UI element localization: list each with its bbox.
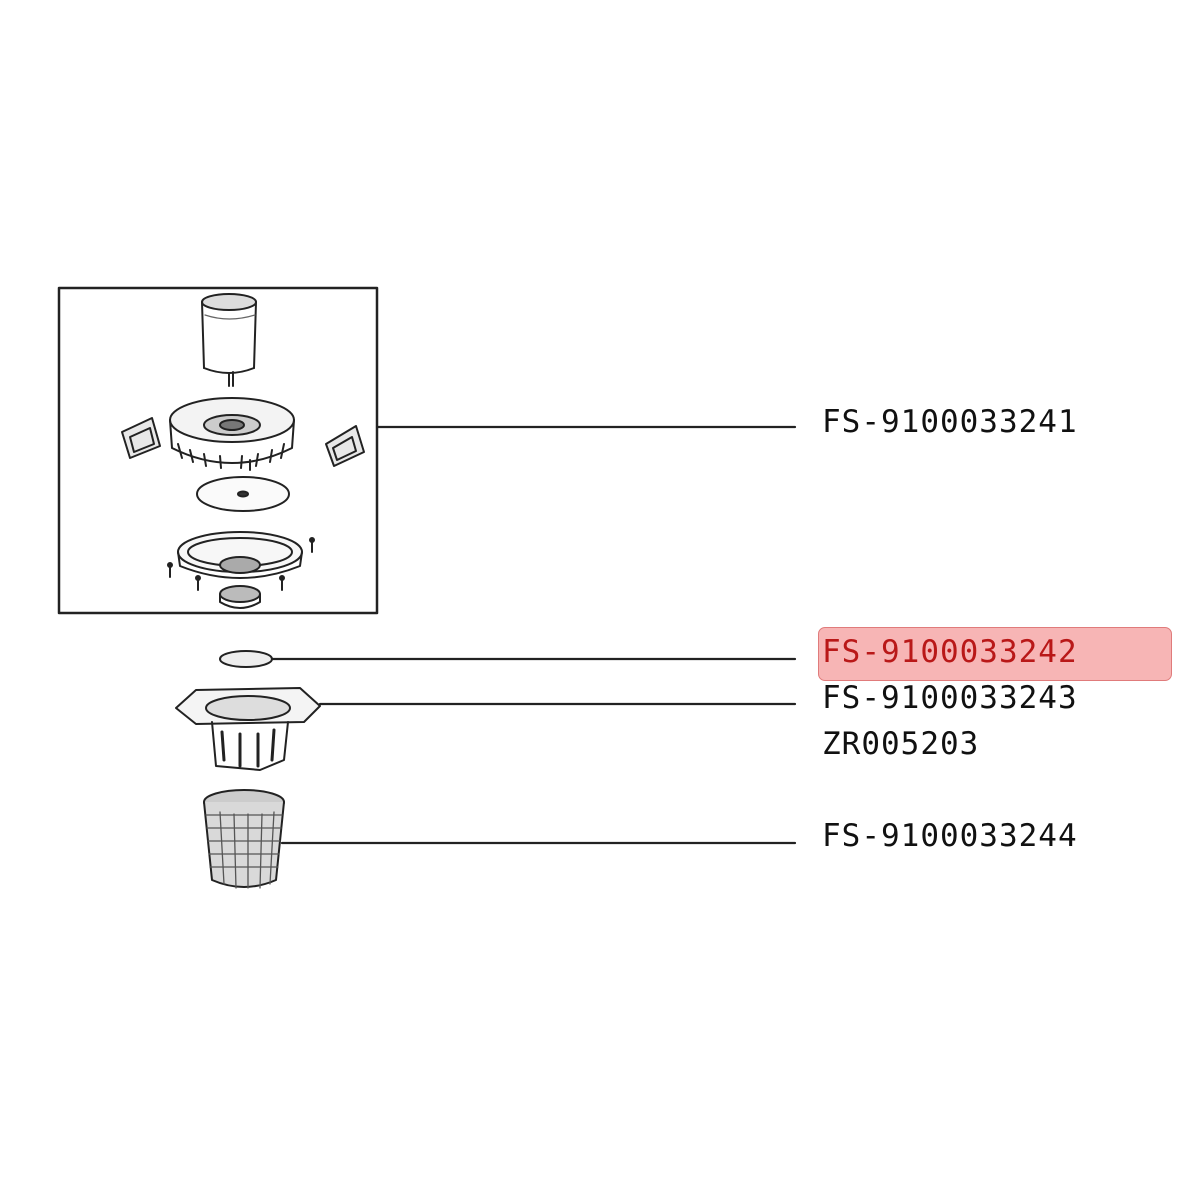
filter-support-drawing [175,687,321,771]
part-number-label-5[interactable]: FS-9100033244 [822,818,1078,854]
assembly-box [57,286,379,615]
mesh-filter-drawing [203,789,285,889]
small-disc-drawing [219,650,273,668]
cylinder-filter-drawing [201,293,257,387]
filter-disc-drawing [196,476,290,512]
part-number-label-2[interactable]: FS-9100033242 [822,634,1078,670]
leader-lines [270,425,797,845]
base-ring-drawing [167,531,315,591]
seal-drawing [219,585,261,609]
housing-drawing [169,397,295,471]
part-number-label-4[interactable]: ZR005203 [822,726,980,762]
right-clip-drawing [325,425,365,467]
part-number-label-3[interactable]: FS-9100033243 [822,680,1078,716]
part-number-label-1[interactable]: FS-9100033241 [822,404,1078,440]
left-clip-drawing [121,417,161,459]
highlighted-part-marker [818,627,1172,681]
